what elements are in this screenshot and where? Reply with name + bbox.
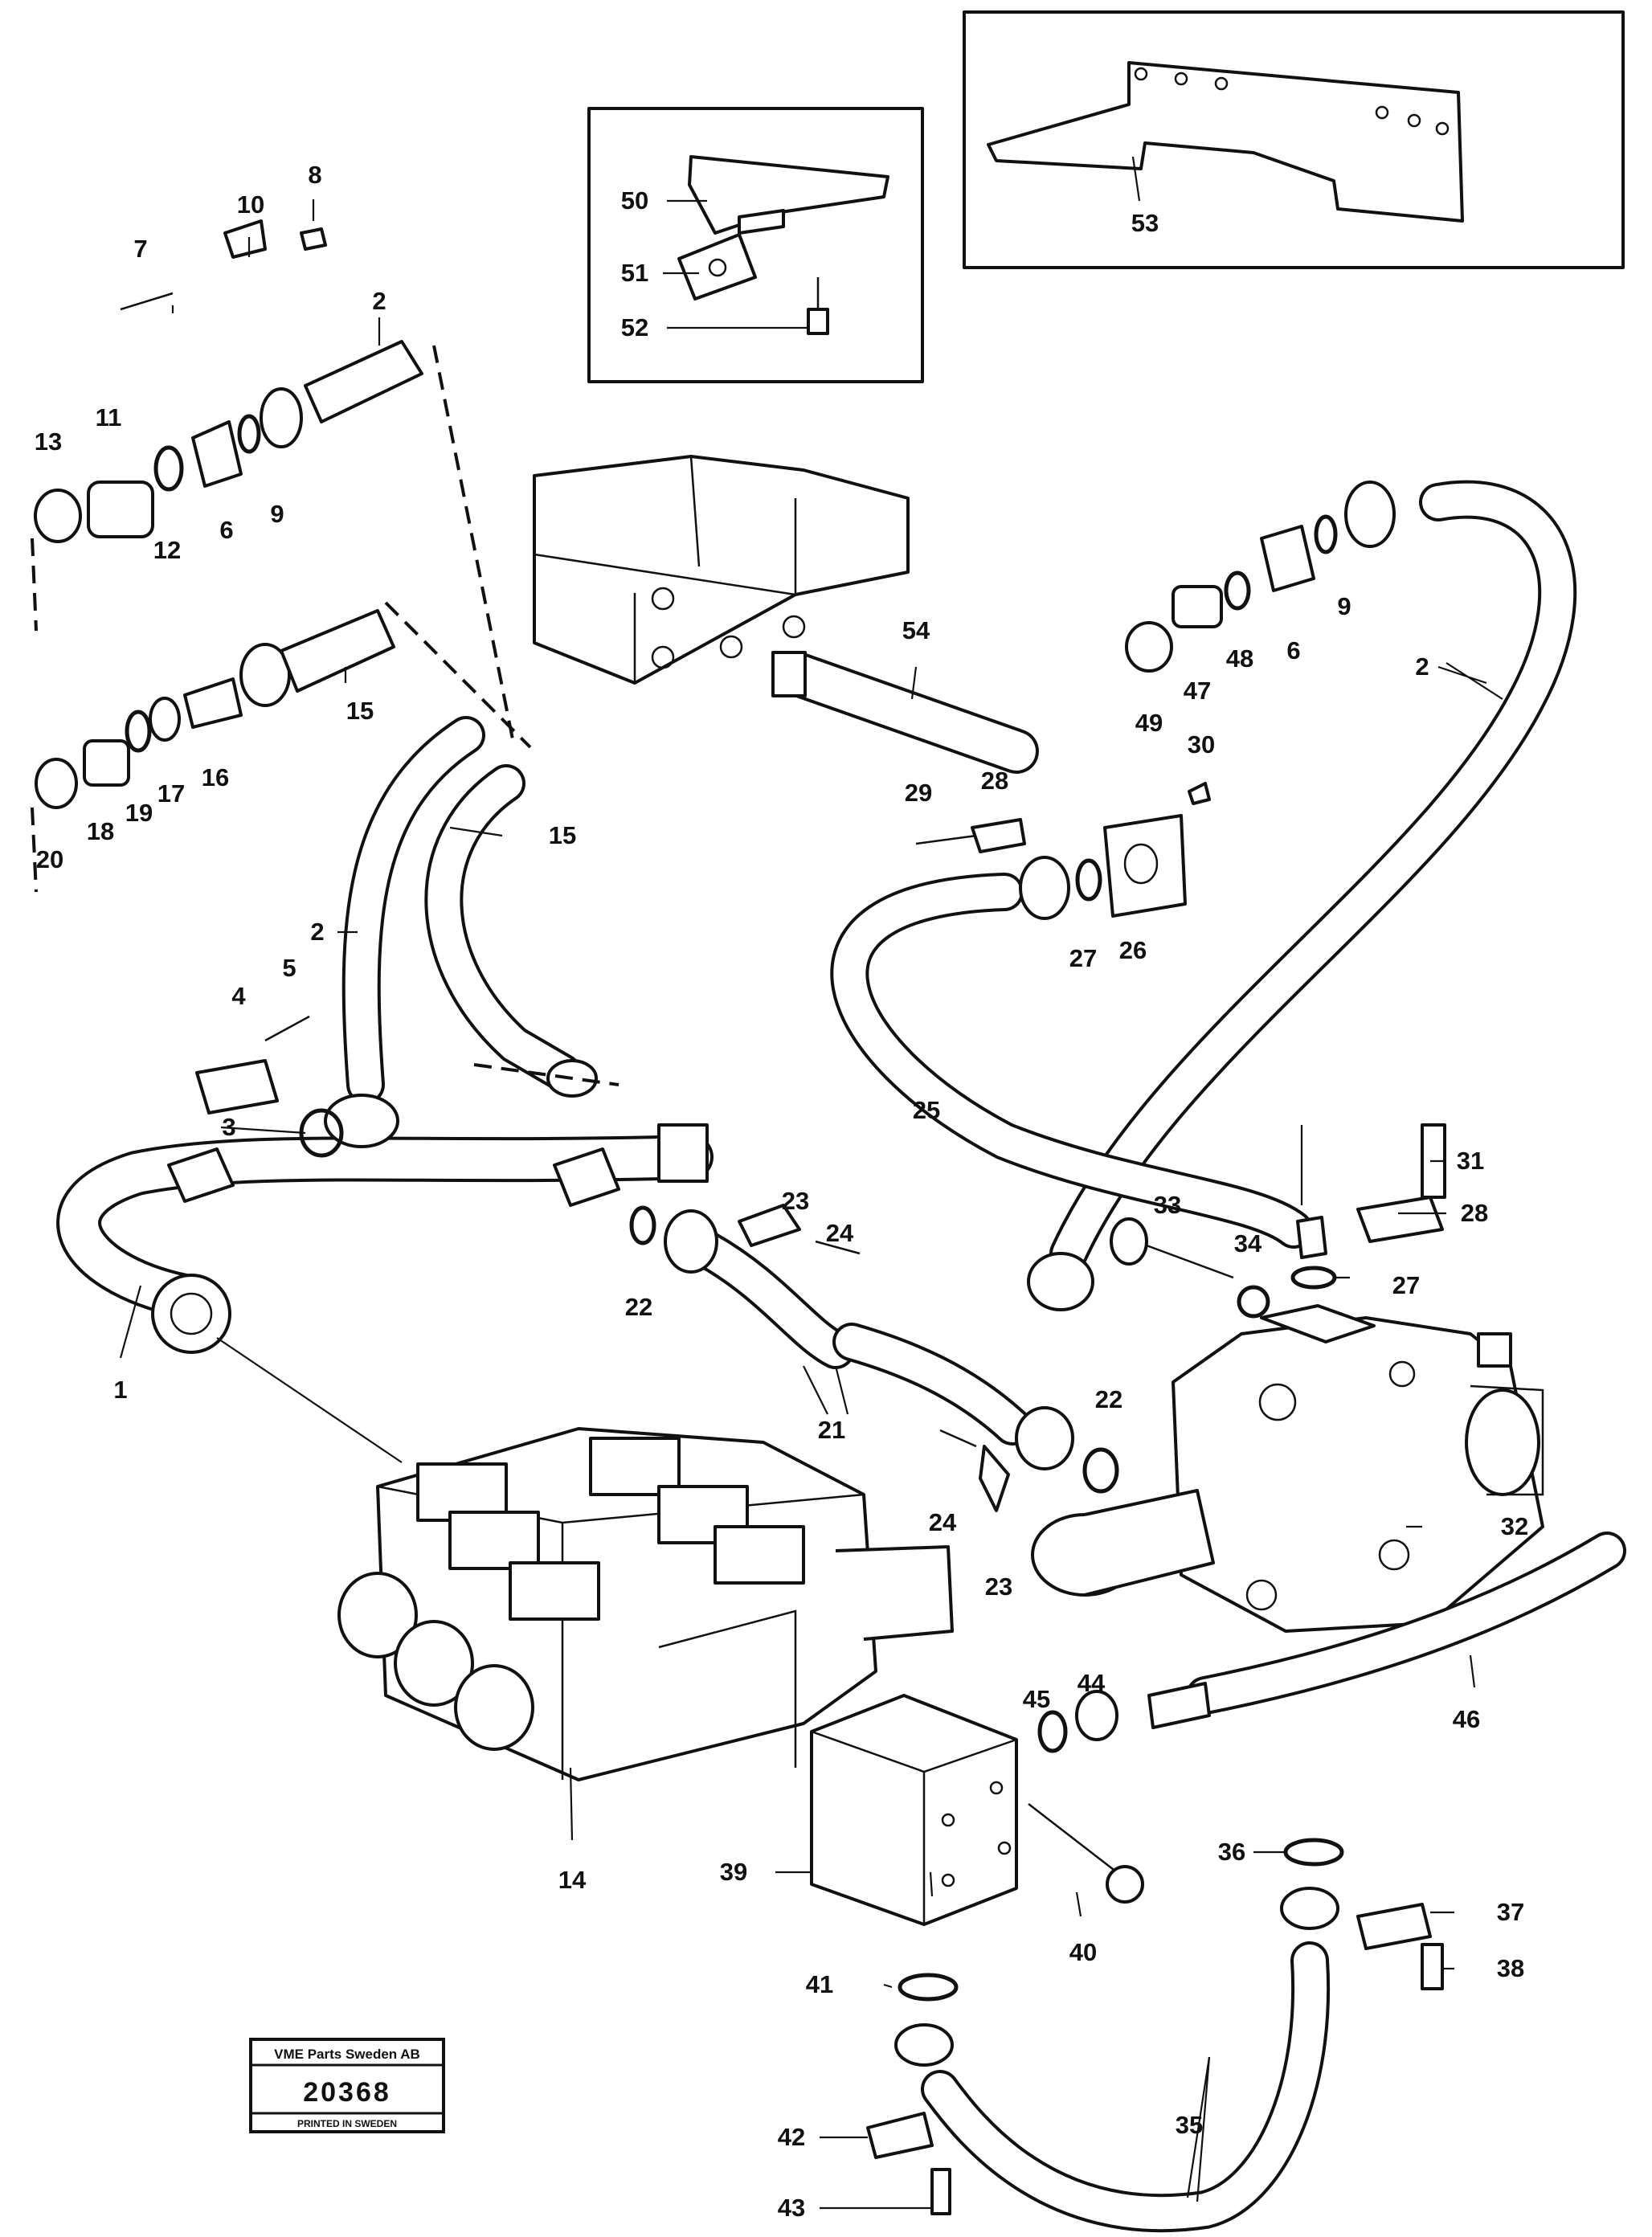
label-2: 2: [372, 287, 386, 315]
part-labels: 1 2 2 2 3 4 5 6 6 7 8 9 9 10 11 12 13 14…: [35, 161, 1528, 2222]
label-9: 9: [1337, 592, 1351, 620]
label-19: 19: [125, 799, 153, 827]
label-5: 5: [282, 954, 296, 982]
label-10: 10: [237, 190, 264, 219]
stamp-company: VME Parts Sweden AB: [274, 2047, 420, 2062]
label-49: 49: [1135, 709, 1163, 737]
hose-25: [830, 782, 1337, 1290]
label-11: 11: [96, 403, 122, 431]
label-26: 26: [1119, 936, 1147, 964]
hose-46: [1037, 1532, 1626, 1753]
label-42: 42: [778, 2123, 805, 2151]
label-54: 54: [902, 616, 930, 644]
label-23: 23: [985, 1572, 1012, 1601]
label-25: 25: [913, 1096, 940, 1124]
label-28: 28: [981, 767, 1008, 795]
stamp-footer: PRINTED IN SWEDEN: [297, 2118, 397, 2129]
label-33: 33: [1154, 1191, 1181, 1219]
label-53: 53: [1131, 209, 1159, 237]
block-39: [810, 1694, 1018, 1926]
label-12: 12: [153, 536, 181, 564]
label-41: 41: [806, 1970, 833, 1998]
label-24: 24: [929, 1508, 957, 1536]
label-34: 34: [1234, 1229, 1262, 1258]
label-27: 27: [1069, 944, 1097, 972]
fitting-train-upper: [31, 219, 423, 632]
label-43: 43: [778, 2194, 805, 2222]
label-47: 47: [1184, 677, 1211, 705]
control-valve-bank: [533, 455, 910, 685]
label-36: 36: [1218, 1838, 1245, 1866]
publisher-stamp: VME Parts Sweden AB 20368 PRINTED IN SWE…: [249, 2038, 445, 2133]
label-20: 20: [36, 845, 63, 873]
label-28: 28: [1461, 1199, 1488, 1227]
label-14: 14: [558, 1866, 587, 1894]
valve-32: [1031, 1304, 1544, 1633]
label-9: 9: [270, 500, 284, 528]
label-45: 45: [1023, 1685, 1050, 1713]
label-50: 50: [621, 186, 648, 215]
label-46: 46: [1453, 1705, 1480, 1733]
pipe-1: [56, 1123, 714, 1354]
label-27: 27: [1392, 1271, 1420, 1299]
fitting-3-4-5: [195, 1015, 344, 1158]
label-44: 44: [1077, 1669, 1106, 1697]
label-31: 31: [1457, 1147, 1484, 1175]
label-24: 24: [826, 1219, 854, 1247]
label-21: 21: [818, 1416, 845, 1444]
bolt-40: [1028, 1803, 1144, 1904]
label-39: 39: [720, 1858, 747, 1886]
label-52: 52: [621, 313, 648, 341]
label-8: 8: [308, 161, 321, 189]
pipe-54: [771, 651, 1039, 774]
label-6: 6: [219, 516, 233, 544]
bolt-33-washer-34: [1110, 1217, 1270, 1319]
label-4: 4: [231, 982, 246, 1010]
label-7: 7: [133, 235, 147, 263]
stamp-number: 20368: [303, 2077, 391, 2108]
inset-frame-53: [963, 10, 1625, 269]
label-40: 40: [1069, 1938, 1097, 1966]
label-16: 16: [202, 763, 229, 791]
label-15: 15: [549, 821, 576, 849]
fitting-28-31: [1356, 1123, 1446, 1243]
label-22: 22: [625, 1293, 652, 1321]
label-17: 17: [157, 779, 185, 808]
hose-2-right: [1027, 480, 1577, 1311]
label-35: 35: [1176, 2111, 1203, 2139]
label-29: 29: [905, 779, 932, 807]
label-30: 30: [1188, 730, 1215, 759]
label-23: 23: [782, 1187, 809, 1215]
hose-15-left: [424, 764, 598, 1098]
label-3: 3: [222, 1113, 235, 1141]
label-18: 18: [87, 817, 114, 845]
label-51: 51: [621, 259, 648, 287]
label-2: 2: [1415, 652, 1429, 681]
label-22: 22: [1095, 1385, 1122, 1413]
label-15: 15: [346, 697, 374, 725]
label-1: 1: [113, 1376, 127, 1404]
label-32: 32: [1501, 1512, 1528, 1540]
label-37: 37: [1497, 1898, 1524, 1926]
hose-2-left: [324, 716, 485, 1148]
label-48: 48: [1226, 644, 1253, 673]
inset-bracket-50-52: [587, 107, 924, 383]
main-valve-block-14: [337, 1427, 954, 1781]
leader-lines: [119, 156, 1503, 2210]
hose-35: [866, 1838, 1444, 2233]
label-38: 38: [1497, 1954, 1524, 1982]
label-2: 2: [310, 918, 324, 946]
label-13: 13: [35, 427, 62, 456]
label-6: 6: [1286, 636, 1300, 665]
hose-21: [629, 1204, 1119, 1512]
fitting-train-lower: [31, 609, 395, 893]
